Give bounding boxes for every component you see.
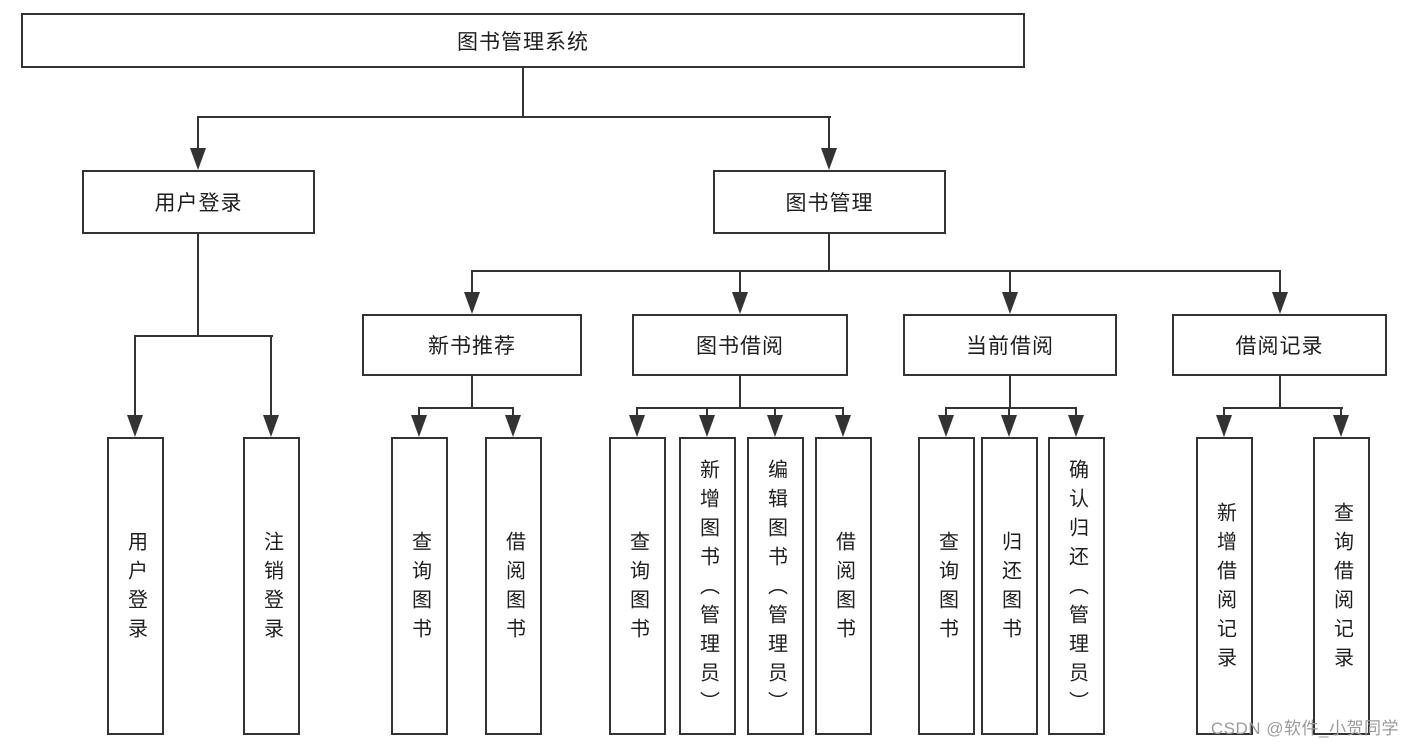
leaf-label: 用户登录 — [124, 531, 147, 647]
leaf-label: 归还图书 — [998, 531, 1021, 647]
leaf-label: 编辑图书（管理员） — [764, 458, 787, 720]
connector-line — [197, 234, 199, 335]
arrow-down-icon — [1068, 415, 1084, 437]
node-label: 图书借阅 — [696, 335, 784, 358]
connector-line — [774, 407, 776, 417]
arrow-down-icon — [505, 415, 521, 437]
connector-line — [134, 335, 136, 417]
connector-line — [1340, 407, 1342, 417]
leaf-edit-book-admin: 编辑图书（管理员） — [747, 437, 804, 735]
connector-line — [636, 407, 844, 409]
node-current-borrowing: 当前借阅 — [903, 314, 1117, 376]
node-label: 借阅记录 — [1235, 335, 1324, 358]
leaf-label: 查询图书 — [626, 531, 649, 647]
leaf-borrow-books-recommend: 借阅图书 — [485, 437, 542, 735]
connector-line — [512, 407, 514, 417]
connector-line — [1009, 270, 1011, 294]
connector-line — [636, 407, 638, 417]
arrow-down-icon — [1002, 292, 1018, 314]
arrow-down-icon — [411, 415, 427, 437]
connector-line — [706, 407, 708, 417]
leaf-label: 查询图书 — [408, 531, 431, 647]
arrow-down-icon — [835, 415, 851, 437]
connector-line — [842, 407, 844, 417]
node-label: 用户登录 — [154, 192, 243, 215]
connector-line — [945, 407, 1077, 409]
connector-line — [471, 270, 1281, 272]
connector-line — [418, 407, 514, 409]
connector-line — [1279, 270, 1281, 294]
connector-line — [522, 68, 524, 116]
connector-line — [197, 116, 831, 118]
leaf-query-books-recommend: 查询图书 — [391, 437, 448, 735]
node-label: 图书管理系统 — [457, 30, 589, 54]
connector-line — [739, 376, 741, 407]
csdn-watermark: CSDN @软件_小贺同学 — [1210, 719, 1399, 738]
arrow-down-icon — [190, 148, 206, 170]
connector-line — [945, 407, 947, 417]
arrow-down-icon — [127, 415, 143, 437]
leaf-query-books-current: 查询图书 — [918, 437, 975, 735]
leaf-add-borrow-record: 新增借阅记录 — [1196, 437, 1253, 735]
connector-line — [1223, 407, 1343, 409]
connector-line — [1008, 407, 1010, 417]
connector-line — [471, 376, 473, 407]
arrow-down-icon — [732, 292, 748, 314]
node-borrowing-records: 借阅记录 — [1172, 314, 1387, 376]
connector-line — [471, 270, 473, 294]
arrow-down-icon — [699, 415, 715, 437]
leaf-query-borrow-record: 查询借阅记录 — [1313, 437, 1370, 735]
leaf-confirm-return-admin: 确认归还（管理员） — [1048, 437, 1105, 735]
connector-line — [197, 116, 199, 150]
connector-line — [270, 335, 272, 417]
connector-line — [828, 234, 830, 270]
connector-line — [1279, 376, 1281, 407]
connector-line — [418, 407, 420, 417]
arrow-down-icon — [938, 415, 954, 437]
leaf-label: 查询借阅记录 — [1330, 502, 1353, 676]
arrow-down-icon — [1333, 415, 1349, 437]
connector-line — [1075, 407, 1077, 417]
leaf-label: 确认归还（管理员） — [1065, 458, 1088, 720]
arrow-down-icon — [1272, 292, 1288, 314]
leaf-label: 查询图书 — [935, 531, 958, 647]
leaf-label: 新增图书（管理员） — [696, 458, 719, 720]
arrow-down-icon — [767, 415, 783, 437]
connector-line — [739, 270, 741, 294]
leaf-add-book-admin: 新增图书（管理员） — [679, 437, 736, 735]
arrow-down-icon — [1001, 415, 1017, 437]
connector-line — [1223, 407, 1225, 417]
leaf-return-book: 归还图书 — [981, 437, 1038, 735]
connector-line — [828, 116, 830, 150]
leaf-label: 注销登录 — [260, 531, 283, 647]
connector-line — [134, 335, 273, 337]
leaf-borrow-books: 借阅图书 — [815, 437, 872, 735]
connector-line — [1009, 376, 1011, 407]
arrow-down-icon — [263, 415, 279, 437]
node-library-management-system: 图书管理系统 — [21, 13, 1025, 68]
arrow-down-icon — [629, 415, 645, 437]
node-user-login-group: 用户登录 — [82, 170, 315, 234]
arrow-down-icon — [1216, 415, 1232, 437]
node-book-borrowing: 图书借阅 — [632, 314, 848, 376]
leaf-label: 新增借阅记录 — [1213, 502, 1236, 676]
leaf-label: 借阅图书 — [502, 531, 525, 647]
arrow-down-icon — [821, 148, 837, 170]
leaf-user-login: 用户登录 — [107, 437, 164, 735]
node-new-book-recommend: 新书推荐 — [362, 314, 582, 376]
node-label: 新书推荐 — [428, 335, 516, 358]
arrow-down-icon — [464, 292, 480, 314]
node-label: 图书管理 — [785, 192, 874, 215]
leaf-logout: 注销登录 — [243, 437, 300, 735]
leaf-label: 借阅图书 — [832, 531, 855, 647]
node-book-management: 图书管理 — [713, 170, 946, 234]
leaf-query-books-borrowing: 查询图书 — [609, 437, 666, 735]
node-label: 当前借阅 — [966, 335, 1054, 358]
